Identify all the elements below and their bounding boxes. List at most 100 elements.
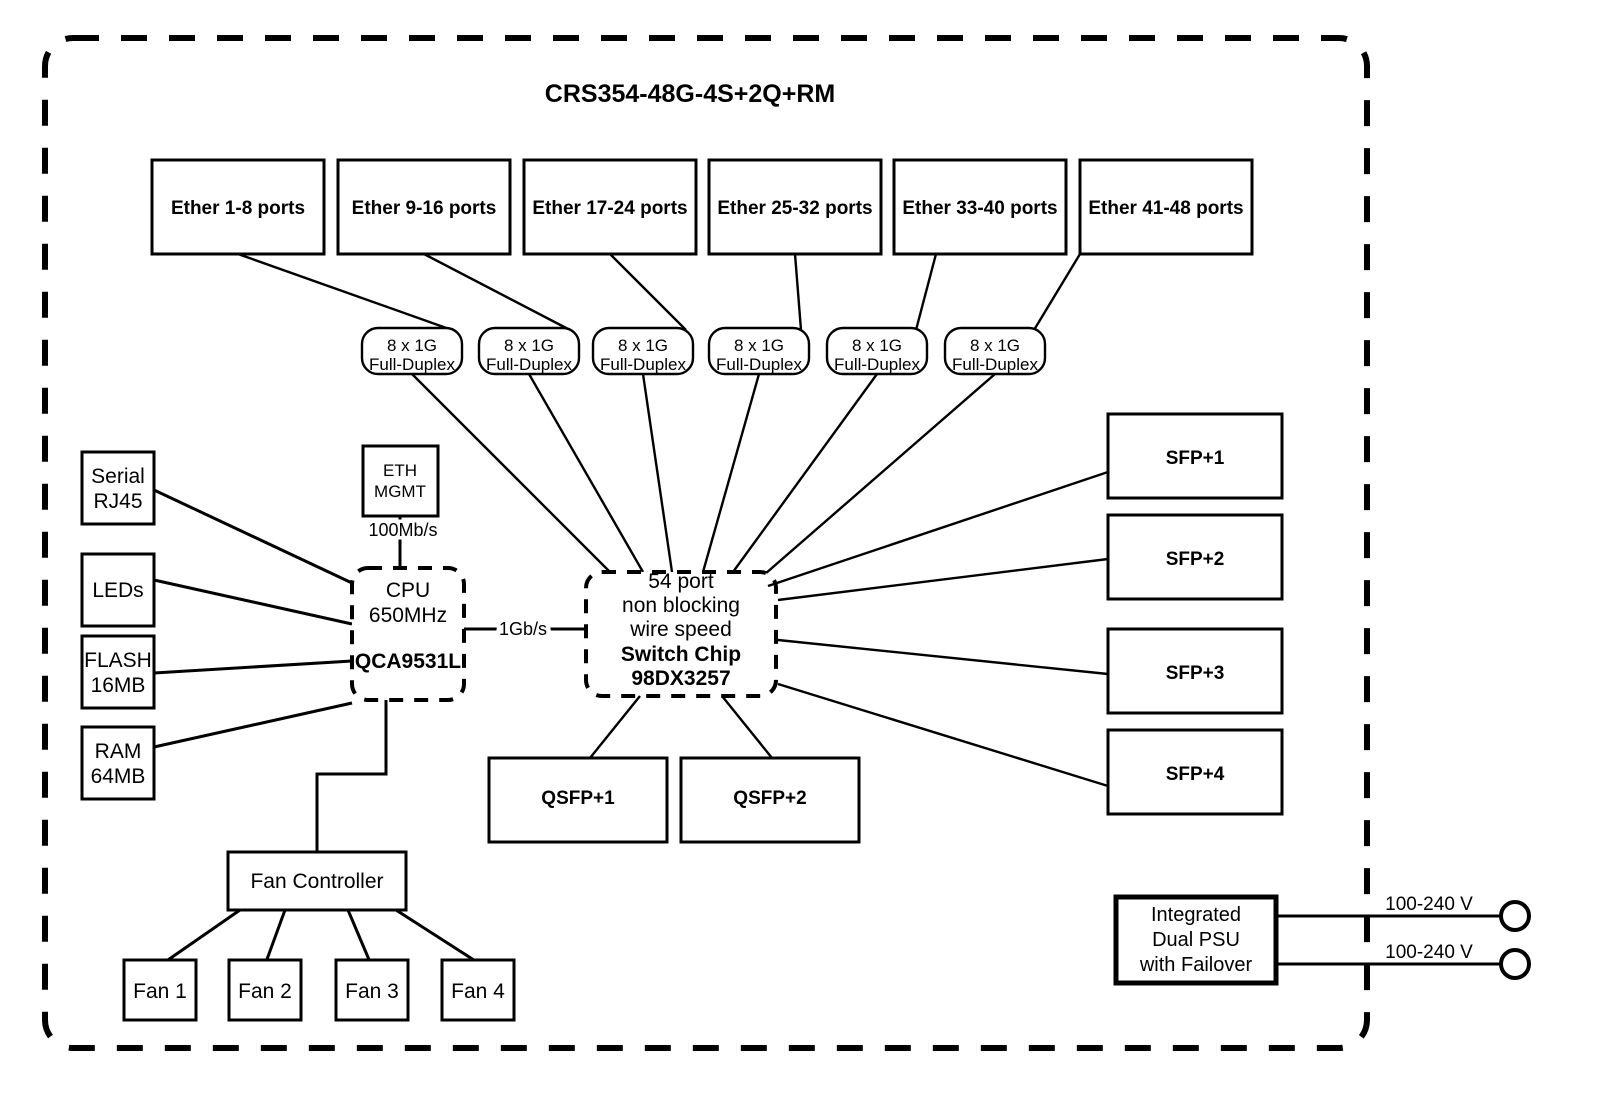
cpu-switch-link-label: 1Gb/s bbox=[499, 619, 547, 639]
peripheral-line2: RJ45 bbox=[93, 490, 142, 513]
connector-ether3-pill3 bbox=[793, 253, 803, 331]
connector-pill1-switch bbox=[527, 373, 645, 573]
fan-label: Fan 4 bbox=[451, 980, 505, 1003]
psu-line1: Integrated bbox=[1151, 904, 1241, 926]
peripheral-leds[interactable]: LEDs bbox=[80, 552, 156, 628]
ether-group-0[interactable]: Ether 1-8 ports bbox=[150, 158, 326, 256]
qsfp-port-2[interactable]: QSFP+2 bbox=[679, 756, 861, 844]
fan-label: Fan 1 bbox=[133, 980, 187, 1003]
psu-box[interactable]: Integrated Dual PSU with Failover bbox=[1113, 894, 1279, 986]
fan-3[interactable]: Fan 3 bbox=[334, 958, 410, 1022]
eth-mgmt-speed-label: 100Mb/s bbox=[368, 520, 437, 540]
qsfp-port-1[interactable]: QSFP+1 bbox=[487, 756, 669, 844]
connector-pill0-switch bbox=[411, 373, 613, 575]
ether-group-3[interactable]: Ether 25-32 ports bbox=[707, 158, 883, 256]
connector-ram-cpu bbox=[153, 701, 353, 749]
sfp-port-4[interactable]: SFP+4 bbox=[1106, 728, 1284, 816]
connector-ether4-pill4 bbox=[914, 253, 938, 331]
psu-input-label-1: 100-240 V bbox=[1385, 894, 1473, 915]
qsfp-label: QSFP+1 bbox=[541, 788, 615, 809]
pill-line1: 8 x 1G bbox=[504, 336, 554, 355]
pill-line1: 8 x 1G bbox=[852, 336, 902, 355]
ether-group-label: Ether 1-8 ports bbox=[171, 198, 305, 219]
ether-group-2[interactable]: Ether 17-24 ports bbox=[522, 158, 698, 256]
ether-group-4[interactable]: Ether 33-40 ports bbox=[892, 158, 1068, 256]
psu-line3: with Failover bbox=[1139, 954, 1253, 976]
switch-chip-block[interactable]: 54 port non blocking wire speed Switch C… bbox=[584, 570, 778, 698]
ether-group-label: Ether 17-24 ports bbox=[532, 198, 687, 219]
peripheral-ram[interactable]: RAM 64MB bbox=[80, 725, 156, 801]
peripheral-line2: 64MB bbox=[91, 765, 146, 788]
peripheral-flash[interactable]: FLASH 16MB bbox=[80, 634, 156, 710]
fan-4[interactable]: Fan 4 bbox=[440, 958, 516, 1022]
power-plug-icon-2 bbox=[1499, 948, 1531, 980]
connector-fanctrl-fan4 bbox=[395, 908, 478, 964]
connector-pill3-switch bbox=[701, 373, 761, 573]
ether-group-label: Ether 33-40 ports bbox=[902, 198, 1057, 219]
connector-ether0-pill0 bbox=[237, 252, 453, 332]
connector-fanctrl-fan2 bbox=[264, 909, 287, 963]
pill-line2: Full-Duplex bbox=[600, 355, 686, 374]
fan-controller-box[interactable]: Fan Controller bbox=[226, 850, 408, 912]
peripheral-line1: LEDs bbox=[92, 579, 143, 602]
peripheral-line1: Serial bbox=[91, 465, 145, 488]
ether-group-label: Ether 25-32 ports bbox=[717, 198, 872, 219]
eth-mgmt-line1: ETH bbox=[383, 461, 417, 480]
fan-2[interactable]: Fan 2 bbox=[227, 958, 303, 1022]
eth-mgmt-line2: MGMT bbox=[374, 482, 426, 501]
sfp-label: SFP+3 bbox=[1166, 663, 1225, 684]
switch-line3: wire speed bbox=[629, 618, 732, 641]
connector-pill4-switch bbox=[732, 373, 878, 573]
cpu-line1: CPU bbox=[386, 579, 430, 602]
pill-line2: Full-Duplex bbox=[834, 355, 920, 374]
sfp-label: SFP+1 bbox=[1166, 448, 1225, 469]
link-pill-3: 8 x 1G Full-Duplex bbox=[707, 326, 811, 376]
connector-fanctrl-fan1 bbox=[164, 908, 241, 964]
ether-group-1[interactable]: Ether 9-16 ports bbox=[336, 158, 512, 256]
sfp-port-3[interactable]: SFP+3 bbox=[1106, 627, 1284, 715]
pill-line2: Full-Duplex bbox=[369, 355, 455, 374]
link-pill-0: 8 x 1G Full-Duplex bbox=[360, 326, 464, 376]
connector-ether1-pill1 bbox=[423, 252, 571, 332]
connector-pill2-switch bbox=[641, 373, 674, 573]
connector-flash-cpu bbox=[153, 659, 353, 675]
link-pill-1: 8 x 1G Full-Duplex bbox=[477, 326, 581, 376]
qsfp-label: QSFP+2 bbox=[733, 788, 806, 809]
peripheral-line2: 16MB bbox=[91, 674, 146, 697]
fan-1[interactable]: Fan 1 bbox=[122, 958, 198, 1022]
connector-switch-qsfp2 bbox=[721, 695, 773, 759]
eth-mgmt-box[interactable]: ETH MGMT bbox=[361, 444, 440, 518]
pill-line1: 8 x 1G bbox=[970, 336, 1020, 355]
peripheral-serial-rj45[interactable]: Serial RJ45 bbox=[80, 450, 156, 526]
link-pill-2: 8 x 1G Full-Duplex bbox=[591, 326, 695, 376]
sfp-label: SFP+2 bbox=[1166, 549, 1225, 570]
peripheral-line1: RAM bbox=[95, 740, 142, 763]
sfp-port-1[interactable]: SFP+1 bbox=[1106, 412, 1284, 500]
connector-cpu-fancontroller bbox=[315, 700, 388, 852]
connector-ether5-pill5 bbox=[1032, 253, 1082, 331]
connector-switch-qsfp1 bbox=[589, 695, 641, 759]
power-plug-icon-1 bbox=[1499, 900, 1531, 932]
pill-line2: Full-Duplex bbox=[486, 355, 572, 374]
sfp-port-2[interactable]: SFP+2 bbox=[1106, 513, 1284, 601]
switch-line1: 54 port bbox=[648, 570, 714, 593]
connector-leds-cpu bbox=[153, 578, 353, 626]
ether-group-label: Ether 41-48 ports bbox=[1088, 198, 1243, 219]
ether-group-label: Ether 9-16 ports bbox=[352, 198, 497, 219]
sfp-label: SFP+4 bbox=[1166, 764, 1225, 785]
switch-line5: 98DX3257 bbox=[631, 667, 730, 690]
connector-pill5-switch bbox=[764, 373, 996, 575]
pill-line1: 8 x 1G bbox=[387, 336, 437, 355]
cpu-line2: 650MHz bbox=[369, 604, 447, 627]
pill-line1: 8 x 1G bbox=[618, 336, 668, 355]
connector-switch-sfp4 bbox=[777, 682, 1109, 788]
peripheral-line1: FLASH bbox=[84, 649, 152, 672]
psu-input-label-2: 100-240 V bbox=[1385, 942, 1473, 963]
connector-switch-sfp3 bbox=[777, 638, 1109, 676]
fan-controller-label: Fan Controller bbox=[250, 870, 383, 893]
cpu-block[interactable]: CPU 650MHz QCA9531L bbox=[350, 566, 466, 702]
switch-line4: Switch Chip bbox=[621, 643, 741, 666]
ether-group-5[interactable]: Ether 41-48 ports bbox=[1078, 158, 1254, 256]
